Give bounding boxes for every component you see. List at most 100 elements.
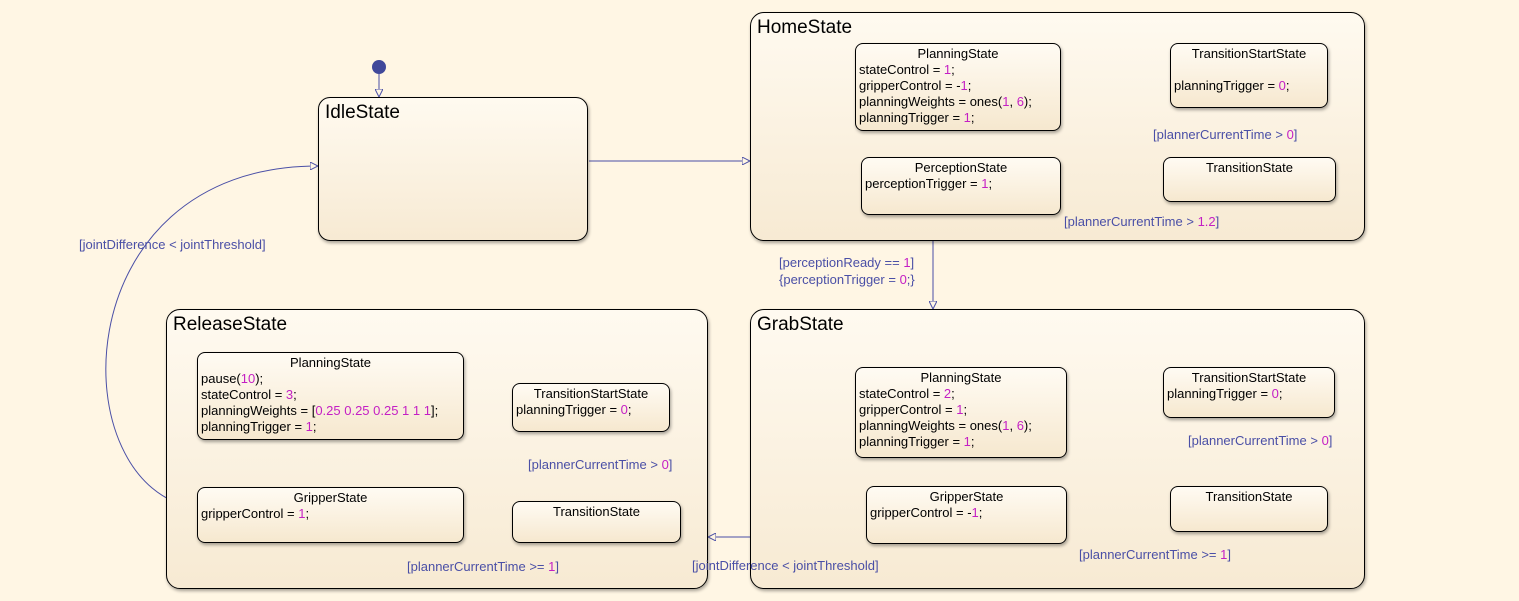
code-text: ] (1215, 214, 1220, 229)
state-action-line: perceptionTrigger = 1; (862, 176, 1060, 192)
numeric-literal: 2 (943, 386, 952, 401)
label-line: [plannerCurrentTime >= 1] (407, 558, 559, 575)
label-release-time-gt-0[interactable]: [plannerCurrentTime > 0] (528, 456, 672, 473)
numeric-literal: 1 (963, 110, 971, 125)
numeric-literal: 1 (548, 559, 556, 574)
code-text: stateControl = (201, 387, 286, 402)
label-grab-time-ge-1[interactable]: [plannerCurrentTime >= 1] (1079, 546, 1231, 563)
code-text: [jointDifference < jointThreshold] (692, 558, 879, 573)
numeric-literal: 0 (1278, 78, 1286, 93)
state-name: TransitionStartState (533, 386, 649, 401)
code-text: ; (970, 110, 975, 125)
label-release-time-ge-1[interactable]: [plannerCurrentTime >= 1] (407, 558, 559, 575)
code-text: gripperControl = - (870, 505, 972, 520)
code-text: ; (970, 434, 975, 449)
label-perception-ready[interactable]: [perceptionReady == 1] {perceptionTrigger… (779, 254, 915, 288)
state-action-line: gripperControl = 1; (856, 402, 1066, 418)
code-text: planningWeights = ones( (859, 94, 1003, 109)
code-text: planningWeights = ones( (859, 418, 1003, 433)
numeric-literal: 1 (981, 176, 989, 191)
numeric-literal: 3 (285, 387, 294, 402)
state-name: PlanningState (290, 355, 371, 370)
code-text: planningTrigger = (516, 402, 621, 417)
state-action-line (1171, 62, 1327, 78)
label-grab-time-gt-0[interactable]: [plannerCurrentTime > 0] (1188, 432, 1332, 449)
code-text: pause( (201, 371, 241, 386)
label-line: [plannerCurrentTime > 0] (528, 456, 672, 473)
label-line: [jointDifference < jointThreshold] (79, 236, 266, 253)
code-text: ; (951, 386, 955, 401)
code-text: ; (1285, 78, 1290, 93)
state-action-line: planningTrigger = 1; (198, 419, 463, 435)
home-state-title: HomeState (757, 17, 853, 38)
code-text: ]; (430, 403, 439, 418)
label-home-time-gt-0[interactable]: [plannerCurrentTime > 0] (1153, 126, 1297, 143)
grab-transition-state[interactable]: TransitionState (1170, 486, 1328, 532)
code-text: , (1009, 418, 1017, 433)
grab-state-title: GrabState (757, 314, 844, 335)
code-text: gripperControl = (201, 506, 299, 521)
code-text: [plannerCurrentTime > (1153, 127, 1287, 142)
release-transition-state[interactable]: TransitionState (512, 501, 681, 543)
label-line: [plannerCurrentTime > 0] (1188, 432, 1332, 449)
home-transition-state[interactable]: TransitionState (1163, 157, 1336, 202)
state-name: PerceptionState (914, 160, 1008, 175)
numeric-literal: 1 (971, 505, 979, 520)
code-text: ; (312, 419, 317, 434)
numeric-literal: 1 (963, 434, 971, 449)
state-action-line: planningWeights = ones(1, 6); (856, 94, 1060, 110)
numeric-literal: 1 (903, 255, 911, 270)
label-joint-difference-release[interactable]: [jointDifference < jointThreshold] (79, 236, 266, 253)
label-line: [plannerCurrentTime > 0] (1153, 126, 1297, 143)
state-action-line: gripperControl = -1; (867, 505, 1066, 521)
numeric-literal: 6 (1016, 94, 1024, 109)
numeric-literal: 1 (298, 506, 306, 521)
state-name: TransitionStartState (1191, 46, 1307, 61)
code-text: planningTrigger = (859, 434, 964, 449)
code-text: [plannerCurrentTime >= (1079, 547, 1221, 562)
code-text: gripperControl = (859, 402, 957, 417)
state-action-line: stateControl = 3; (198, 387, 463, 403)
code-text: ; (967, 78, 972, 93)
state-action-line: gripperControl = -1; (856, 78, 1060, 94)
state-action-line: gripperControl = 1; (198, 506, 463, 522)
state-name: TransitionStartState (1191, 370, 1307, 385)
code-text: ); (255, 371, 264, 386)
numeric-literal: 0 (620, 402, 628, 417)
code-text: [perceptionReady == (779, 255, 904, 270)
state-name: PlanningState (920, 370, 1002, 385)
idle-state[interactable]: IdleState (318, 97, 588, 241)
numeric-literal: 10 (240, 371, 256, 386)
transition-release-to-idle (105, 166, 318, 509)
label-joint-difference-grab[interactable]: [jointDifference < jointThreshold] (692, 557, 879, 574)
state-action-line: planningTrigger = 0; (1164, 386, 1334, 402)
numeric-literal: 1 (1220, 547, 1228, 562)
idle-default-dot (372, 60, 386, 74)
release-planning-state[interactable]: PlanningState pause(10);stateControl = 3;… (197, 352, 464, 440)
state-action-line: planningTrigger = 1; (856, 110, 1060, 126)
state-action-line: planningTrigger = 1; (856, 434, 1066, 450)
code-text: gripperControl = - (859, 78, 961, 93)
release-state[interactable]: ReleaseState (166, 309, 708, 589)
code-text: {perceptionTrigger = (779, 272, 900, 287)
state-name: TransitionState (1206, 160, 1293, 175)
label-home-time-gt-1-2[interactable]: [plannerCurrentTime > 1.2] (1064, 213, 1219, 230)
code-text: ] (1328, 433, 1333, 448)
state-name: TransitionState (1205, 489, 1293, 504)
state-name: GripperState (293, 490, 368, 505)
code-text: ] (910, 255, 915, 270)
numeric-literal: 0 (1286, 127, 1294, 142)
numeric-literal: 1 (960, 78, 968, 93)
numeric-literal: 0 (1321, 433, 1329, 448)
home-transition-start-state[interactable]: TransitionStartState planningTrigger = 0… (1170, 43, 1328, 108)
state-action-line: planningTrigger = 0; (513, 402, 669, 418)
code-text: planningTrigger = (1174, 78, 1279, 93)
code-text: ); (1023, 94, 1032, 109)
